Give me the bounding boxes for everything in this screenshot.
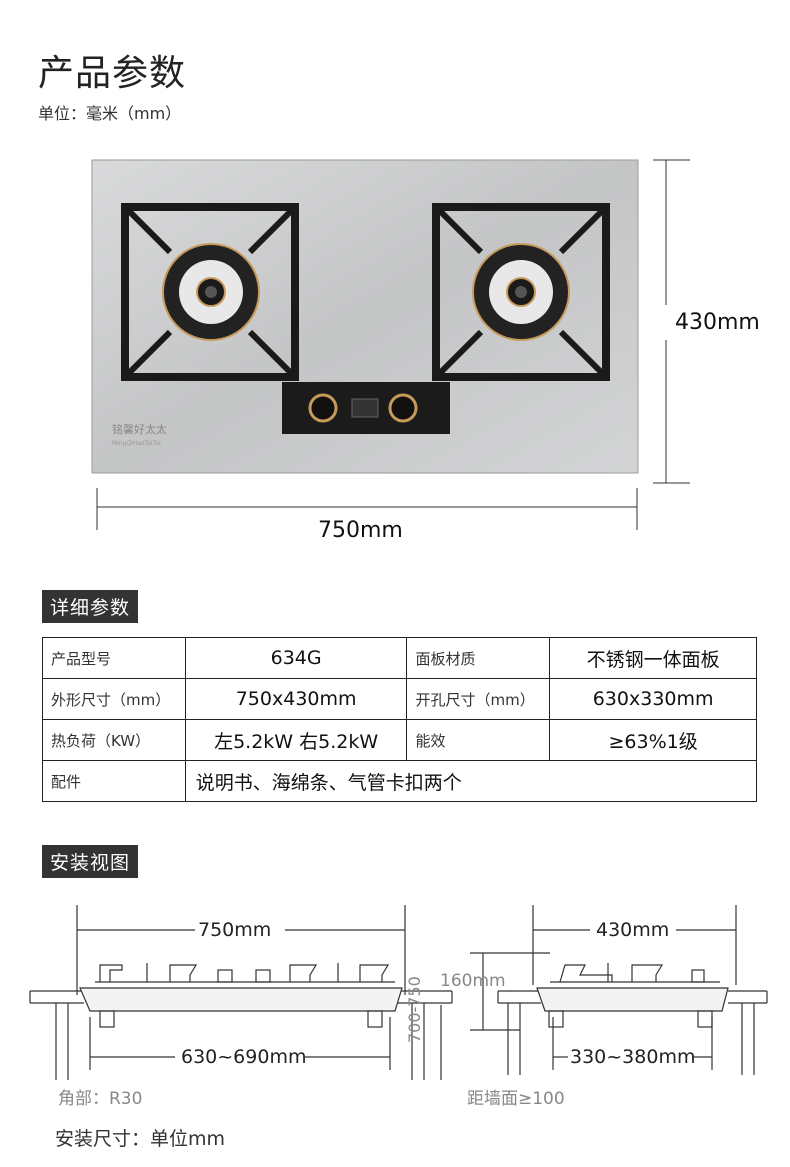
- cell-value: 750x430mm: [184, 678, 408, 720]
- params-table: 产品型号 634G 面板材质 不锈钢一体面板 外形尺寸（mm） 750x430m…: [42, 637, 758, 802]
- cell-label: 开孔尺寸（mm）: [406, 678, 551, 720]
- product-illustration: 铭馨好太太 MingQiHaoTaiTai: [91, 159, 690, 530]
- right-burner-grate: [432, 203, 610, 381]
- details-section-tag: 详细参数: [42, 590, 139, 623]
- height-dimension: 430mm: [675, 310, 760, 335]
- cell-value: 说明书、海绵条、气管卡扣两个: [184, 760, 758, 802]
- cell-value: 634G: [184, 637, 408, 679]
- cell-value: 不锈钢一体面板: [549, 637, 757, 679]
- table-row: 产品型号 634G 面板材质 不锈钢一体面板: [42, 637, 757, 679]
- table-row: 热负荷（KW） 左5.2kW 右5.2kW 能效 ≥63%1级: [42, 719, 757, 761]
- width-dimension: 750mm: [318, 518, 403, 543]
- table-row: 配件 说明书、海绵条、气管卡扣两个: [42, 760, 758, 802]
- cell-label: 热负荷（KW）: [42, 719, 186, 761]
- right-knob: [388, 393, 418, 423]
- cell-label: 配件: [42, 760, 186, 802]
- brand-logo: 铭馨好太太: [112, 422, 167, 436]
- table-row: 外形尺寸（mm） 750x430mm 开孔尺寸（mm） 630x330mm: [42, 678, 757, 720]
- wall-distance-note: 距墙面≥100: [467, 1089, 565, 1109]
- cell-value: 630x330mm: [549, 678, 757, 720]
- left-burner-grate: [121, 203, 299, 381]
- left-knob: [308, 393, 338, 423]
- front-width-label: 750mm: [198, 919, 272, 941]
- front-view: [29, 905, 453, 1080]
- timer-display: [351, 398, 379, 418]
- side-depth-label: 430mm: [596, 919, 670, 941]
- brand-logo-sub: MingQiHaoTaiTai: [112, 440, 161, 447]
- cell-label: 能效: [406, 719, 551, 761]
- install-section-tag: 安装视图: [42, 845, 139, 878]
- front-cutout-label: 630~690mm: [181, 1046, 307, 1068]
- cell-label: 外形尺寸（mm）: [42, 678, 186, 720]
- side-cutout-label: 330~380mm: [570, 1046, 696, 1068]
- cabinet-height-label: 700-750: [405, 976, 424, 1043]
- cell-value: ≥63%1级: [549, 719, 757, 761]
- unit-note: 单位：毫米（mm）: [38, 104, 182, 123]
- page-title: 产品参数: [38, 53, 187, 94]
- install-footer: 安装尺寸：单位mm: [55, 1128, 226, 1150]
- install-diagram: [29, 905, 768, 1080]
- side-clearance-label: 160mm: [440, 971, 506, 991]
- cell-label: 面板材质: [406, 637, 551, 679]
- corner-note: 角部：R30: [58, 1089, 143, 1109]
- cell-value: 左5.2kW 右5.2kW: [184, 719, 408, 761]
- cell-label: 产品型号: [42, 637, 186, 679]
- side-view: [470, 905, 768, 1075]
